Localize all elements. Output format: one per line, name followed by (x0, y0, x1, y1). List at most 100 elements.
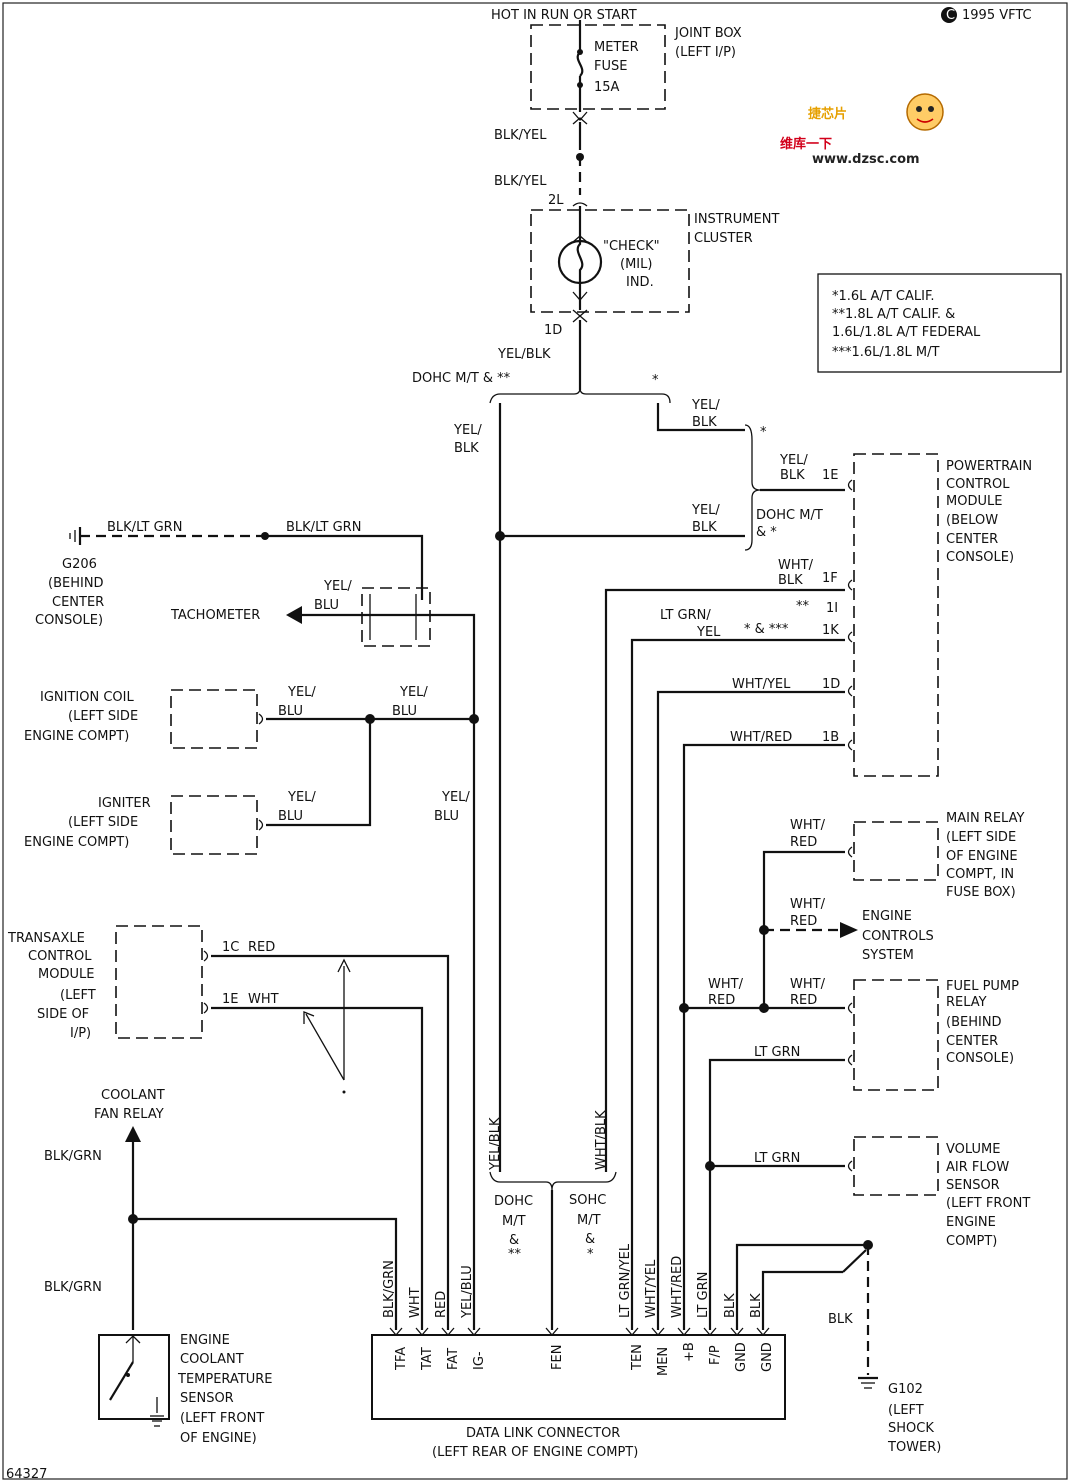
tcm-label3: MODULE (38, 967, 94, 982)
tcm-switch-icon (303, 958, 351, 1094)
fuel-pump-relay-box (853, 979, 939, 1091)
dohc-low-label3: & (509, 1233, 519, 1248)
fuel-pump-label4: CENTER (946, 1034, 998, 1049)
ect-label3: TEMPERATURE (177, 1372, 273, 1387)
copyright-mark: C 1995 VFTC (941, 7, 1032, 23)
vlabel-blk-grn: BLK/GRN (382, 1260, 397, 1318)
svg-text:C: C (946, 8, 955, 23)
wire-label-blk-grn-1: BLK/GRN (44, 1149, 102, 1164)
pcm-box (853, 453, 939, 777)
wire-label-blk-pcm: BLK (780, 468, 805, 483)
tcm-box (115, 925, 203, 1039)
g206-label4: CONSOLE) (35, 613, 103, 628)
figure-number: 64327 (6, 1467, 47, 1482)
wire-label-blk-grn-2: BLK/GRN (44, 1280, 102, 1295)
wire-label-wht-blk: BLK (778, 573, 803, 588)
dohc-mt-label2: DOHC M/T (756, 508, 823, 523)
vlabel-yel-blu: YEL/BLU (460, 1265, 475, 1319)
joint-box-location: (LEFT I/P) (675, 45, 736, 60)
meter-fuse-icon (576, 20, 584, 112)
ect-label6: OF ENGINE) (180, 1431, 257, 1446)
arrow-right-icon (840, 922, 858, 938)
dlc-pin-ten: TEN (630, 1344, 645, 1371)
wire-label-yel-pcm: YEL/ (779, 453, 808, 468)
igniter-label: IGNITER (98, 796, 151, 811)
watermark-top: 捷芯片 (808, 106, 847, 122)
wire-wht-tat (211, 1006, 424, 1330)
tcm-pin-1e: 1E (222, 992, 239, 1007)
wire-label-lt-grn: LT GRN/ (660, 608, 711, 623)
mascot-icon (906, 93, 944, 131)
pin-1e-pcm: 1E (822, 468, 839, 483)
wire-yel-blu-tach (300, 613, 476, 720)
g102-label: G102 (888, 1382, 923, 1397)
g206-label2: (BEHIND (48, 576, 104, 591)
engine-controls-label2: CONTROLS (862, 929, 934, 944)
tach-connector (361, 587, 431, 647)
brace-split (489, 387, 671, 404)
tcm-label: TRANSAXLE (7, 931, 85, 946)
wire-label-wht-fp2: WHT/ (790, 977, 826, 992)
star-label-top: * (652, 373, 659, 388)
dohc-low-label: DOHC (494, 1194, 533, 1209)
wire-blk-gnd2 (761, 1270, 843, 1330)
pin-1f: 1F (822, 571, 838, 586)
legend-line-3: 1.6L/1.8L A/T FEDERAL (832, 325, 981, 340)
g206-label3: CENTER (52, 595, 104, 610)
pcm-label5: CENTER (946, 532, 998, 547)
fuel-pump-label5: CONSOLE) (946, 1051, 1014, 1066)
vaf-label6: COMPT) (946, 1234, 997, 1249)
ect-label4: SENSOR (180, 1391, 234, 1406)
vlabel-wht: WHT (408, 1287, 423, 1318)
wire-label-yel-coil2: YEL/ (399, 685, 428, 700)
dohc-low-label2: M/T (502, 1214, 526, 1229)
dlc-pin-tat: TAT (420, 1347, 435, 1371)
vlabel-blk-1: BLK (723, 1293, 738, 1318)
vaf-label4: (LEFT FRONT (946, 1196, 1030, 1211)
star-1k: * & *** (744, 622, 789, 637)
watermark-middle: 维库一下 (780, 136, 832, 152)
fuel-pump-label2: RELAY (946, 995, 987, 1010)
vaf-label5: ENGINE (946, 1215, 996, 1230)
main-relay-label: MAIN RELAY (946, 811, 1024, 826)
tachometer-label: TACHOMETER (170, 608, 260, 623)
wire-yel-blk-right (656, 403, 745, 432)
hot-in-run-label: HOT IN RUN OR START (491, 8, 637, 23)
wire-label-blk-lt-grn-2: BLK/LT GRN (286, 520, 361, 535)
coolant-fan-label: COOLANT (101, 1088, 165, 1103)
wire-wht-red-main-relay (762, 850, 845, 1008)
wire-label-blu-coil1: BLU (278, 704, 303, 719)
igniter-label3: ENGINE COMPT) (24, 835, 129, 850)
dlc-pin-gnd-2: GND (760, 1342, 775, 1372)
fuel-pump-label3: (BEHIND (946, 1015, 1002, 1030)
ect-label: ENGINE (180, 1333, 230, 1348)
wire-label-lt-grn-fp: LT GRN (754, 1045, 800, 1060)
fuel-pump-label: FUEL PUMP (946, 979, 1019, 994)
wire-label-yel-dlc: YEL/ (441, 790, 470, 805)
wire-label-yel-coil1: YEL/ (287, 685, 316, 700)
vlabel-lt-grn: LT GRN (696, 1272, 711, 1318)
dlc-pin-fen: FEN (550, 1345, 565, 1370)
pcm-label3: MODULE (946, 494, 1002, 509)
pin-1k: 1K (822, 623, 839, 638)
pcm-label2: CONTROL (946, 477, 1010, 492)
coolant-fan-label2: FAN RELAY (94, 1107, 164, 1122)
ind-label: IND. (626, 275, 654, 290)
main-relay-label2: (LEFT SIDE (946, 830, 1016, 845)
pin-1b: 1B (822, 730, 839, 745)
wire-label-blu-ign: BLU (278, 809, 303, 824)
tcm-pin-1c: 1C (222, 940, 239, 955)
joint-box-label: JOINT BOX (674, 26, 742, 41)
wire-label-wht-red: WHT/RED (730, 730, 792, 745)
check-label: "CHECK" (603, 239, 660, 254)
vlabel-lt-grn-yel: LT GRN/YEL (618, 1243, 633, 1318)
wire-label-red-tcm: RED (248, 940, 275, 955)
wire-label-yel-left: YEL/ (453, 423, 482, 438)
wire-label-wht-fp1: WHT/ (708, 977, 744, 992)
wire-label-blu-tach: BLU (314, 598, 339, 613)
wire-lt-grn-yel (630, 638, 845, 1330)
wire-label-yel-tach: YEL/ (323, 579, 352, 594)
vlabel-red: RED (434, 1291, 449, 1318)
pin-1d-pcm: 1D (822, 677, 840, 692)
